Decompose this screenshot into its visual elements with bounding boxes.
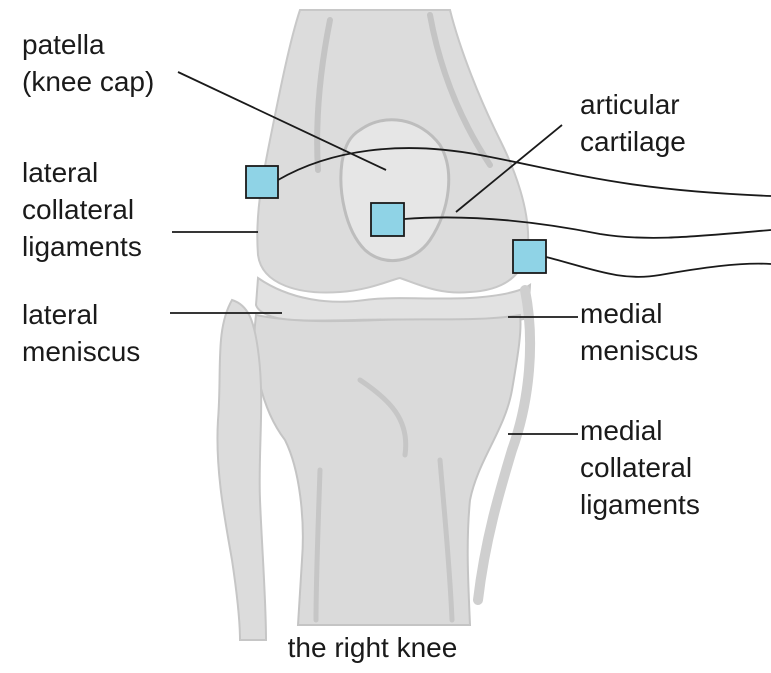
connector-curve-3 xyxy=(545,256,771,278)
fibula xyxy=(216,298,268,641)
label-lateral-collateral-line1: lateral xyxy=(22,157,99,188)
tibia-shade xyxy=(313,377,455,623)
label-medial-meniscus-line1: medial xyxy=(580,298,663,329)
label-patella-line1: patella xyxy=(22,29,105,60)
label-medial-collateral: medial collateral ligaments xyxy=(580,412,700,523)
label-patella-line2: (knee cap) xyxy=(22,66,155,97)
label-lateral-meniscus: lateral meniscus xyxy=(22,296,140,370)
label-lateral-collateral: lateral collateral ligaments xyxy=(22,154,142,265)
label-medial-collateral-line1: medial xyxy=(580,415,663,446)
label-articular-cartilage-line1: articular xyxy=(580,89,680,120)
label-medial-meniscus-line2: meniscus xyxy=(580,335,699,366)
label-articular-cartilage-line2: cartilage xyxy=(580,126,686,157)
medial-collateral-band xyxy=(473,285,536,605)
label-medial-collateral-line2: collateral xyxy=(580,452,693,483)
label-articular-cartilage: articular cartilage xyxy=(580,86,686,160)
label-medial-collateral-line3: ligaments xyxy=(580,489,700,520)
patella xyxy=(339,118,451,263)
diagram-caption: the right knee xyxy=(287,632,458,663)
label-lateral-collateral-line3: ligaments xyxy=(22,231,142,262)
connector-curve-2 xyxy=(403,216,771,239)
label-lateral-collateral-line2: collateral xyxy=(22,194,135,225)
articular-cartilage-leader xyxy=(455,124,563,213)
label-medial-meniscus: medial meniscus xyxy=(580,295,698,369)
label-patella: patella (knee cap) xyxy=(22,26,154,100)
marker-box-1 xyxy=(245,165,279,199)
marker-box-2 xyxy=(370,202,405,237)
label-lateral-meniscus-line2: meniscus xyxy=(22,336,141,367)
label-lateral-meniscus-line1: lateral xyxy=(22,299,99,330)
femur-shade xyxy=(314,12,493,173)
connector-curve-1 xyxy=(277,147,771,197)
marker-box-3 xyxy=(512,239,547,274)
tibia xyxy=(253,313,522,626)
